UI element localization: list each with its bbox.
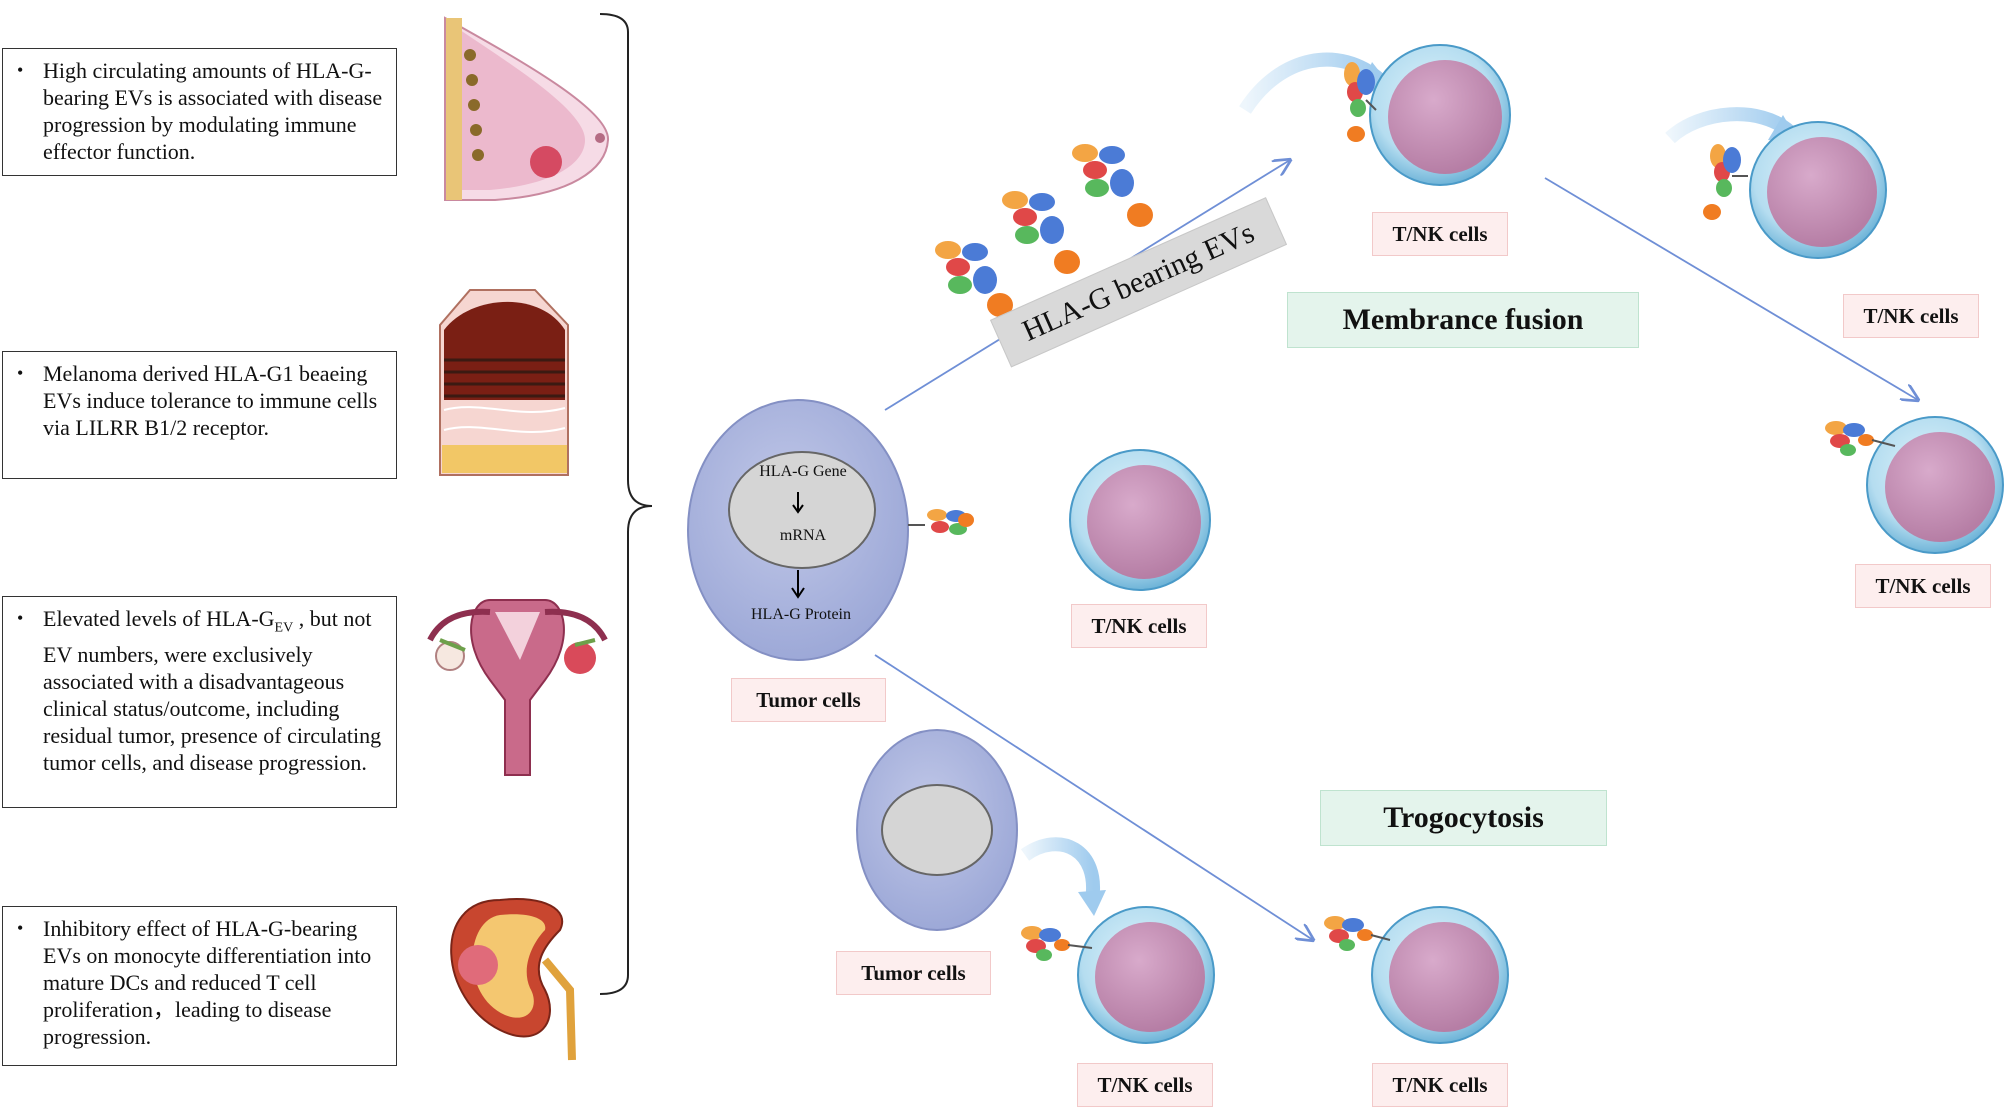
tnk-cells-label-middle: T/NK cells xyxy=(1071,604,1207,648)
hla-g-on-cell-bottom-right xyxy=(1324,916,1391,951)
breast-illustration xyxy=(444,16,610,201)
curved-arrow-bottom xyxy=(1020,837,1106,916)
hla-g-on-cell-right-upper xyxy=(1703,144,1748,220)
hla-g-on-tumor xyxy=(908,509,974,535)
tumor-cells-label: Tumor cells xyxy=(731,678,886,722)
hla-g-on-cell-top xyxy=(1344,62,1377,142)
fusion-transfer-arrow xyxy=(1544,177,1918,400)
tnk-cells-label-bottom-left: T/NK cells xyxy=(1077,1063,1213,1107)
note-3-text-before: Elevated levels of HLA-G xyxy=(43,606,275,631)
hla-g-molecule xyxy=(1072,144,1153,227)
tnk-cell-right-upper xyxy=(1749,121,1887,259)
tnk-cells-label-top: T/NK cells xyxy=(1372,212,1508,256)
melanoma-skin-illustration xyxy=(439,289,569,476)
grouping-bracket xyxy=(599,13,653,995)
tnk-cells-label-bottom-right: T/NK cells xyxy=(1372,1063,1508,1107)
tnk-cell-right-lower xyxy=(1866,416,2004,554)
hla-g-molecule xyxy=(1002,191,1080,274)
note-3-subscript: EV xyxy=(274,620,294,636)
hla-g-on-cell-bottom-left xyxy=(1021,926,1093,961)
bullet: • xyxy=(17,918,24,938)
bullet: • xyxy=(17,608,24,628)
tnk-cell-bottom-right xyxy=(1371,906,1509,1044)
note-2: • Melanoma derived HLA-G1 beaeing EVs in… xyxy=(2,351,397,479)
membrane-fusion-box: Membrance fusion xyxy=(1287,292,1639,348)
bullet: • xyxy=(17,60,24,80)
tnk-cell-bottom-left xyxy=(1077,906,1215,1044)
hla-g-protein-text: HLA-G Protein xyxy=(751,606,851,623)
hla-g-gene-text: HLA-G Gene xyxy=(759,463,847,480)
mrna-text: mRNA xyxy=(779,527,827,544)
note-4: • Inhibitory effect of HLA-G-bearing EVs… xyxy=(2,906,397,1066)
trogocytosis-box: Trogocytosis xyxy=(1320,790,1607,846)
note-1: • High circulating amounts of HLA-G-bear… xyxy=(2,48,397,176)
uterus-illustration xyxy=(427,599,608,776)
bullet: • xyxy=(17,363,24,383)
hla-g-molecule xyxy=(935,241,1013,317)
trogocytosis-arrow xyxy=(874,654,1313,940)
note-3-text-after: , but not EV numbers, were exclusively a… xyxy=(43,606,382,776)
note-1-text: High circulating amounts of HLA-G-bearin… xyxy=(43,58,383,164)
tnk-cells-label-right-upper: T/NK cells xyxy=(1843,294,1979,338)
tnk-cell-middle xyxy=(1069,449,1211,591)
note-2-text: Melanoma derived HLA-G1 beaeing EVs indu… xyxy=(43,361,378,440)
kidney-illustration xyxy=(450,898,576,1061)
tumor-cell-small xyxy=(856,729,1018,931)
note-3: • Elevated levels of HLA-GEV , but not E… xyxy=(2,596,397,808)
note-4-text: Inhibitory effect of HLA-G-bearing EVs o… xyxy=(43,916,372,1049)
tumor-cell xyxy=(687,399,909,661)
tnk-cells-label-right-lower: T/NK cells xyxy=(1855,564,1991,608)
tnk-cell-top xyxy=(1369,44,1511,186)
tumor-cells-label-bottom: Tumor cells xyxy=(836,951,991,995)
hla-g-on-cell-right-lower xyxy=(1825,421,1896,456)
